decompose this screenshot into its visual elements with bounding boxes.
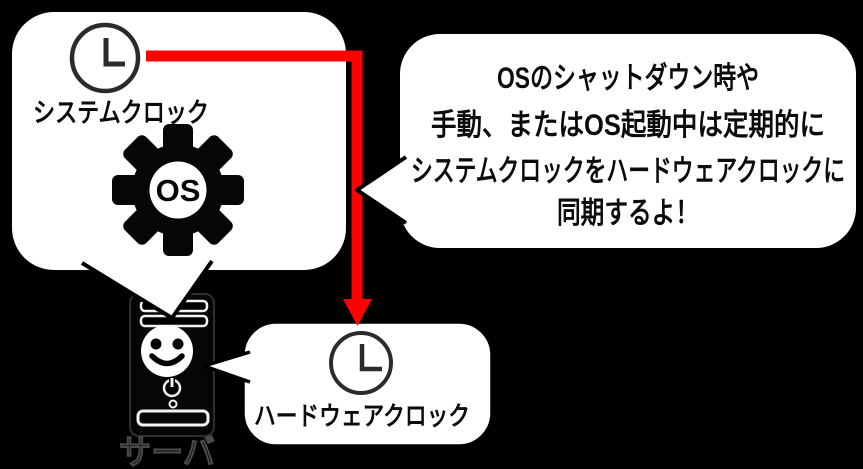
server-label: サーバ [119, 434, 215, 469]
explanation-bubble: OSのシャットダウン時や 手動、またはOS起動中は定期的に システムクロックをハ… [355, 30, 860, 252]
system-clock-label: システムクロック [33, 98, 209, 128]
explanation-line-1: OSのシャットダウン時や [497, 61, 759, 95]
face-eye-left [150, 338, 162, 350]
hardware-clock-icon [329, 331, 393, 395]
sync-arrow-line [146, 50, 363, 301]
face-smile [149, 353, 185, 367]
system-clock-icon [69, 22, 141, 94]
explanation-line-3: システムクロックをハードウェアクロックに [411, 155, 845, 188]
system-clock-bubble: システムクロック OS [8, 8, 350, 320]
os-gear-icon: OS [112, 124, 244, 256]
sync-arrow-head [343, 299, 372, 326]
hardware-clock-bubble-tail [202, 350, 251, 384]
explanation-bubble-tail [355, 155, 408, 225]
sync-arrow [146, 50, 372, 326]
face-circle [141, 325, 193, 377]
server-bottom-slot [136, 409, 210, 427]
server-led-dot [168, 399, 178, 409]
os-gear-label: OS [156, 173, 201, 208]
hardware-clock-bubble: ハードウェアクロック [202, 320, 494, 448]
face-eye-right [172, 338, 184, 350]
explanation-line-4: 同期するよ！ [557, 197, 699, 230]
power-button-icon [162, 377, 182, 398]
smiley-face-icon [141, 325, 193, 377]
explanation-line-2: 手動、またはOS起動中は定期的に [431, 108, 825, 142]
explanation-bubble-body [396, 30, 860, 252]
server-tower: サーバ [119, 293, 216, 469]
system-clock-bubble-tail [80, 259, 214, 320]
hardware-clock-label: ハードウェアクロック [254, 401, 470, 431]
